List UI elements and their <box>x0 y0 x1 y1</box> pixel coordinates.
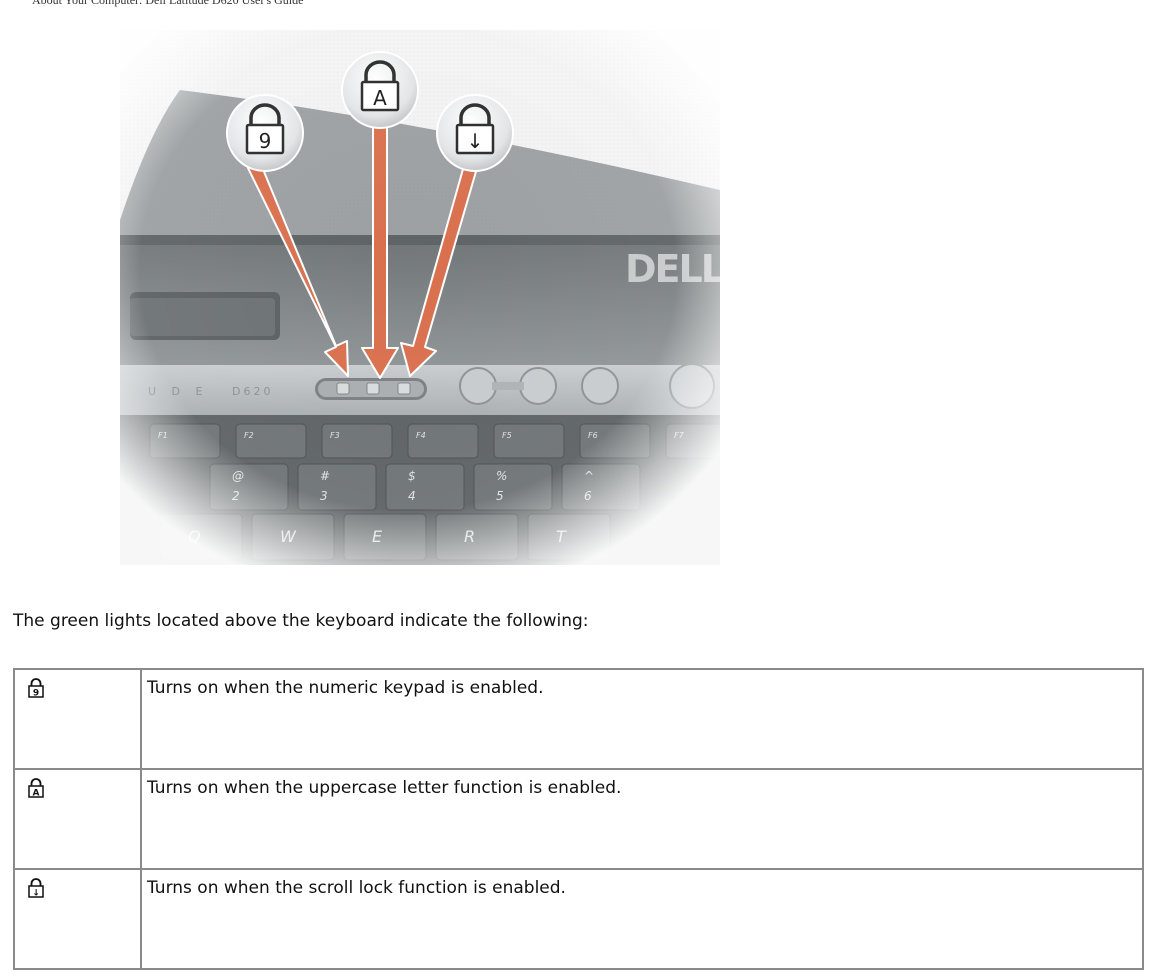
key-label: @ <box>232 469 244 483</box>
scroll-lock-callout: ↓ <box>436 94 514 172</box>
light-description: Turns on when the uppercase letter funct… <box>141 769 1143 869</box>
key-label: 6 <box>584 489 592 503</box>
key-label: Q <box>188 527 201 546</box>
number-key <box>385 463 465 511</box>
caps-lock-glyph: A <box>373 86 387 110</box>
function-key <box>235 423 307 459</box>
letter-key <box>159 513 243 561</box>
dell-logo: DELL <box>625 247 720 291</box>
key-label: 3 <box>320 489 328 503</box>
num-lock-light <box>336 382 350 395</box>
table-row: ↓ Turns on when the scroll lock function… <box>14 869 1143 969</box>
number-key <box>297 463 377 511</box>
scroll-lock-icon: ↓ <box>28 878 44 899</box>
svg-text:9: 9 <box>33 689 39 699</box>
page-header: About Your Computer: Dell Latitude D620 … <box>32 0 304 7</box>
number-key <box>561 463 641 511</box>
svg-text:A: A <box>33 789 40 799</box>
function-key-row: F1 F2 F3 F4 F5 F6 F7 <box>149 423 720 459</box>
key-label: F2 <box>244 431 254 440</box>
key-label: F4 <box>416 431 426 440</box>
scroll-lock-glyph: ↓ <box>467 129 484 153</box>
function-key <box>321 423 393 459</box>
key-label: 5 <box>496 489 504 503</box>
key-label: ^ <box>584 469 594 483</box>
lights-table: 9 Turns on when the numeric keypad is en… <box>13 668 1144 970</box>
function-key <box>407 423 479 459</box>
letter-key <box>343 513 427 561</box>
table-row: 9 Turns on when the numeric keypad is en… <box>14 669 1143 769</box>
lights-intro-text: The green lights located above the keybo… <box>13 611 589 631</box>
scroll-lock-light <box>397 382 411 395</box>
key-label: % <box>496 469 507 483</box>
key-label: T <box>556 527 567 546</box>
letter-key <box>527 513 611 561</box>
key-label: F5 <box>502 431 512 440</box>
num-lock-callout: 9 <box>226 94 304 172</box>
key-label: F7 <box>674 431 685 440</box>
number-key <box>473 463 553 511</box>
letter-key <box>435 513 519 561</box>
key-label: # <box>320 469 330 483</box>
key-label: F1 <box>158 431 168 440</box>
key-label: F6 <box>588 431 598 440</box>
light-description: Turns on when the scroll lock function i… <box>141 869 1143 969</box>
key-label: R <box>464 527 475 546</box>
function-key <box>665 423 720 459</box>
number-key <box>209 463 289 511</box>
caps-lock-light <box>366 382 380 395</box>
caps-lock-callout: A <box>341 51 419 129</box>
key-label: 2 <box>232 489 240 503</box>
keyboard-lights-figure: DELL U D E D620 F1 F2 F3 F4 F5 F6 F7 @2 #3 $4% 5 ^… <box>120 30 720 565</box>
brand-text: U D E <box>148 385 208 398</box>
key-label: $ <box>408 469 416 483</box>
function-key <box>149 423 221 459</box>
caps-lock-icon: A <box>28 778 44 799</box>
num-lock-icon: 9 <box>28 678 44 699</box>
light-description: Turns on when the numeric keypad is enab… <box>141 669 1143 769</box>
function-key <box>493 423 565 459</box>
num-lock-glyph: 9 <box>259 129 272 153</box>
key-label: F3 <box>330 431 340 440</box>
model-text: D620 <box>232 385 273 398</box>
table-row: A Turns on when the uppercase letter fun… <box>14 769 1143 869</box>
key-label: 4 <box>408 489 416 503</box>
svg-text:↓: ↓ <box>32 889 40 899</box>
function-key <box>579 423 651 459</box>
key-label: W <box>280 527 297 546</box>
number-key-row: @2 #3 $4% 5 ^ 6 <box>209 463 641 511</box>
key-label: E <box>372 527 383 546</box>
